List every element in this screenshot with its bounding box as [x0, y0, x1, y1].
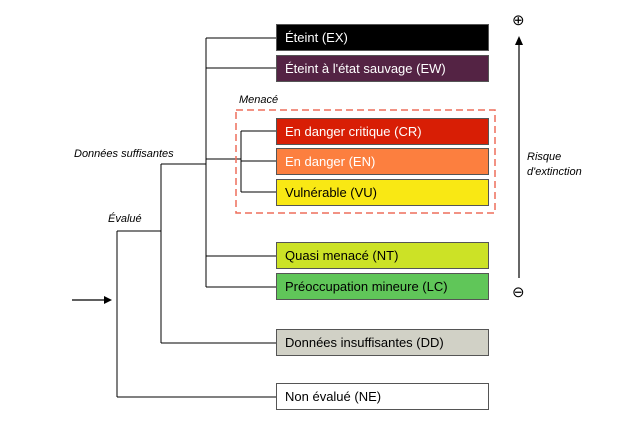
evaluated-label: Évalué — [108, 213, 142, 225]
category-label-ex: Éteint (EX) — [285, 30, 348, 45]
category-label-ew: Éteint à l'état sauvage (EW) — [285, 61, 446, 76]
category-label-en: En danger (EN) — [285, 154, 376, 169]
category-box-ew: Éteint à l'état sauvage (EW) — [276, 55, 489, 82]
minus-icon: ⊖ — [512, 284, 525, 301]
category-box-nt: Quasi menacé (NT) — [276, 242, 489, 269]
plus-icon: ⊕ — [512, 12, 525, 29]
category-label-dd: Données insuffisantes (DD) — [285, 335, 444, 350]
threatened-label: Menacé — [239, 94, 279, 106]
category-label-cr: En danger critique (CR) — [285, 124, 422, 139]
threatened-frame — [235, 109, 496, 214]
adequate-data-label: Données suffisantes — [74, 148, 174, 160]
category-label-ne: Non évalué (NE) — [285, 389, 382, 404]
risk-axis-label-line1: Risque — [527, 151, 562, 163]
risk-axis-label: Risque d'extinction — [527, 150, 582, 180]
entry-arrow-head — [104, 296, 112, 304]
risk-axis-label-line2: d'extinction — [527, 166, 582, 178]
category-label-nt: Quasi menacé (NT) — [285, 248, 399, 263]
category-label-vu: Vulnérable (VU) — [285, 185, 378, 200]
category-box-lc: Préoccupation mineure (LC) — [276, 273, 489, 300]
category-box-ex: Éteint (EX) — [276, 24, 489, 51]
category-box-dd: Données insuffisantes (DD) — [276, 329, 489, 356]
category-box-vu: Vulnérable (VU) — [276, 179, 489, 206]
category-box-en: En danger (EN) — [276, 148, 489, 175]
category-box-cr: En danger critique (CR) — [276, 118, 489, 145]
category-box-ne: Non évalué (NE) — [276, 383, 489, 410]
category-label-lc: Préoccupation mineure (LC) — [285, 279, 448, 294]
risk-axis-arrowhead — [515, 36, 523, 45]
